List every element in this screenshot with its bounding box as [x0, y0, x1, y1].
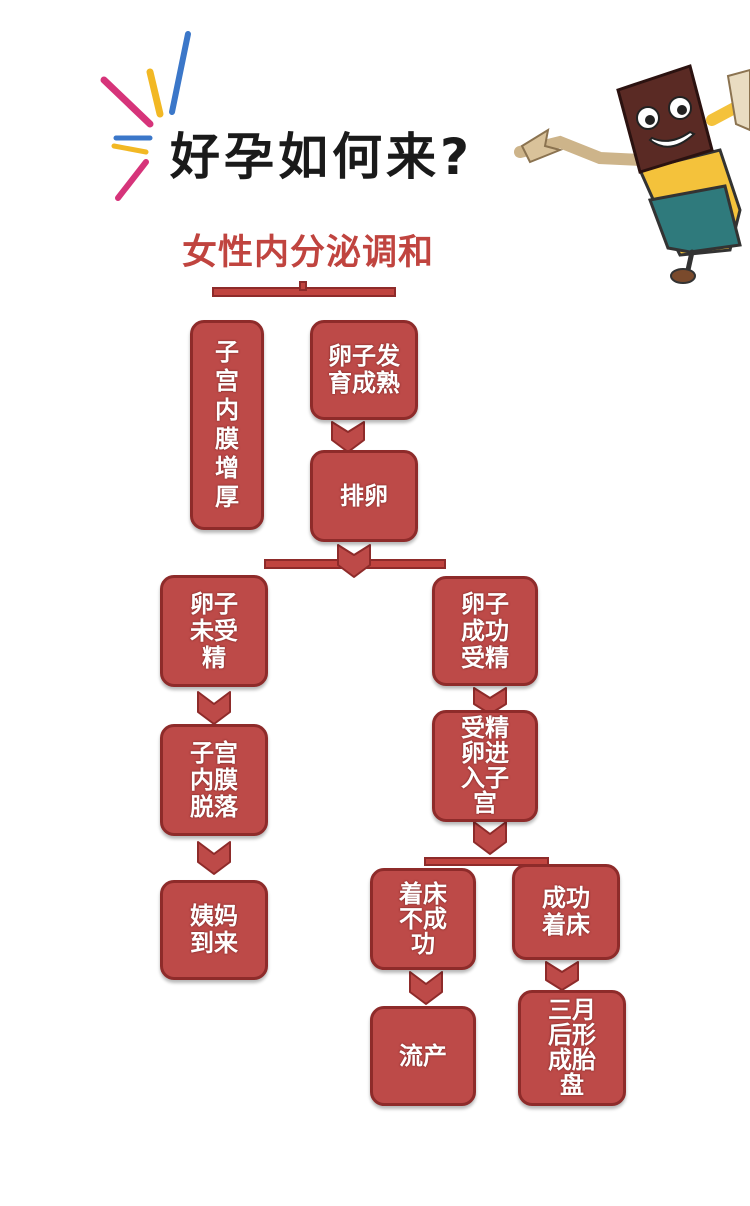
node-egg-development: 卵子发育成熟 [310, 320, 418, 420]
node-label: 成功着床 [542, 884, 590, 939]
node-miscarriage: 流产 [370, 1006, 476, 1106]
page-title: 好孕如何来? [170, 128, 474, 186]
node-enter-uterus: 受精卵进入子宫 [432, 710, 538, 822]
node-egg-fertilized: 卵子成功受精 [432, 576, 538, 686]
node-endometrium-thickening: 子宫内膜增厚 [190, 320, 264, 530]
node-placenta-formed: 三月后形成胎盘 [518, 990, 626, 1106]
node-label: 着床不成功 [399, 879, 447, 958]
node-label: 子宫内膜增厚 [214, 338, 239, 511]
node-implantation-success: 成功着床 [512, 864, 620, 960]
node-period-arrives: 姨妈到来 [160, 880, 268, 980]
node-label: 三月后形成胎盘 [548, 996, 596, 1099]
node-endometrium-shedding: 子宫内膜脱落 [160, 724, 268, 836]
node-label: 卵子成功受精 [461, 589, 509, 672]
node-label: 受精卵进入子宫 [461, 714, 509, 817]
node-ovulation: 排卵 [310, 450, 418, 542]
node-label: 流产 [399, 1041, 447, 1070]
node-label: 卵子未受精 [190, 589, 238, 672]
page-subtitle: 女性内分泌调和 [182, 233, 435, 273]
node-label: 子宫内膜脱落 [190, 738, 238, 821]
node-label: 姨妈到来 [190, 902, 238, 957]
node-egg-not-fertilized: 卵子未受精 [160, 575, 268, 687]
node-implantation-failed: 着床不成功 [370, 868, 476, 970]
node-label: 排卵 [340, 481, 388, 510]
node-label: 卵子发育成熟 [328, 342, 400, 397]
